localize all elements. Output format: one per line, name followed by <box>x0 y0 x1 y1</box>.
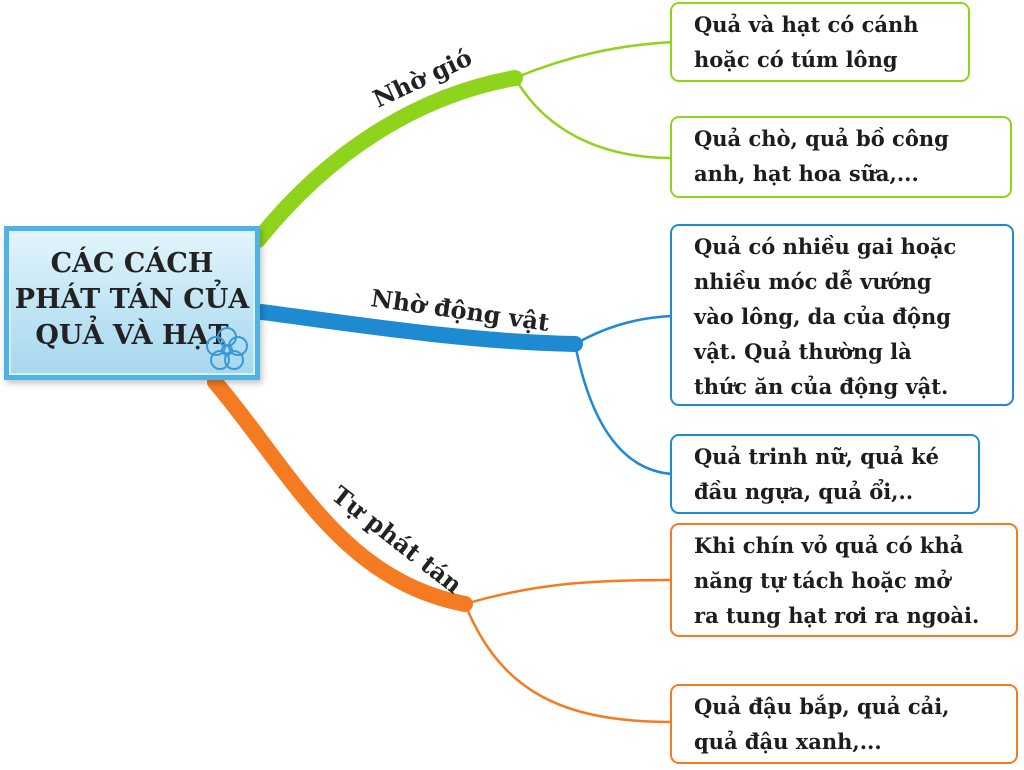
wind-box-2-line-1: Quả chò, quả bồ công <box>694 126 949 151</box>
self-box-1-line-2: năng tự tách hoặc mở <box>694 568 951 593</box>
self-box-2-line-2: quả đậu xanh,... <box>694 729 882 754</box>
central-topic-line-3: QUẢ VÀ HẠT <box>35 320 229 351</box>
branch-wind-trunk <box>250 70 523 248</box>
animal-box-2-line-1: Quả trinh nữ, quả ké <box>694 444 940 469</box>
self-box-2: Quả đậu bắp, quả cải, quả đậu xanh,... <box>670 684 1018 764</box>
wind-box-1-line-1: Quả và hạt có cánh <box>694 12 919 37</box>
branch-self-trunk <box>207 374 473 612</box>
animal-box-1-line-1: Quả có nhiều gai hoặc <box>694 234 957 259</box>
animal-box-1-line-4: vật. Quả thường là <box>694 339 912 364</box>
self-box-1: Khi chín vỏ quả có khả năng tự tách hoặc… <box>670 523 1018 637</box>
central-topic-line-1: CÁC CÁCH <box>50 248 214 279</box>
animal-box-1-line-2: nhiều móc dễ vướng <box>694 269 932 294</box>
animal-box-1-line-5: thức ăn của động vật. <box>694 374 949 399</box>
branch-self-link-1 <box>463 578 674 606</box>
wind-box-1: Quả và hạt có cánh hoặc có túm lông <box>670 2 970 82</box>
animal-box-1-line-3: vào lông, da của động <box>694 304 951 329</box>
wind-box-1-line-2: hoặc có túm lông <box>694 47 898 72</box>
branch-wind-link-2 <box>513 76 674 160</box>
animal-box-2-line-2: đầu ngựa, quả ổi,.. <box>694 479 914 504</box>
branch-animal-link-2 <box>573 342 674 476</box>
branch-wind-link-1 <box>513 40 674 80</box>
branch-animal-trunk <box>254 304 583 352</box>
flower-icon <box>206 327 248 370</box>
animal-box-1: Quả có nhiều gai hoặc nhiều móc dễ vướng… <box>670 224 1014 406</box>
branch-self-link-2 <box>463 602 674 724</box>
wind-box-2: Quả chò, quả bồ công anh, hạt hoa sữa,..… <box>670 116 1012 198</box>
self-box-1-line-3: ra tung hạt rơi ra ngoài. <box>694 603 980 628</box>
animal-box-2: Quả trinh nữ, quả ké đầu ngựa, quả ổi,.. <box>670 434 980 514</box>
central-topic-line-2: PHÁT TÁN CỦA <box>14 284 250 315</box>
self-box-1-line-1: Khi chín vỏ quả có khả <box>694 533 964 558</box>
central-topic: CÁC CÁCH PHÁT TÁN CỦA QUẢ VÀ HẠT <box>4 226 260 380</box>
self-box-2-line-1: Quả đậu bắp, quả cải, <box>694 694 950 719</box>
wind-box-2-line-2: anh, hạt hoa sữa,... <box>694 161 919 186</box>
branch-animal-link-1 <box>573 314 674 346</box>
